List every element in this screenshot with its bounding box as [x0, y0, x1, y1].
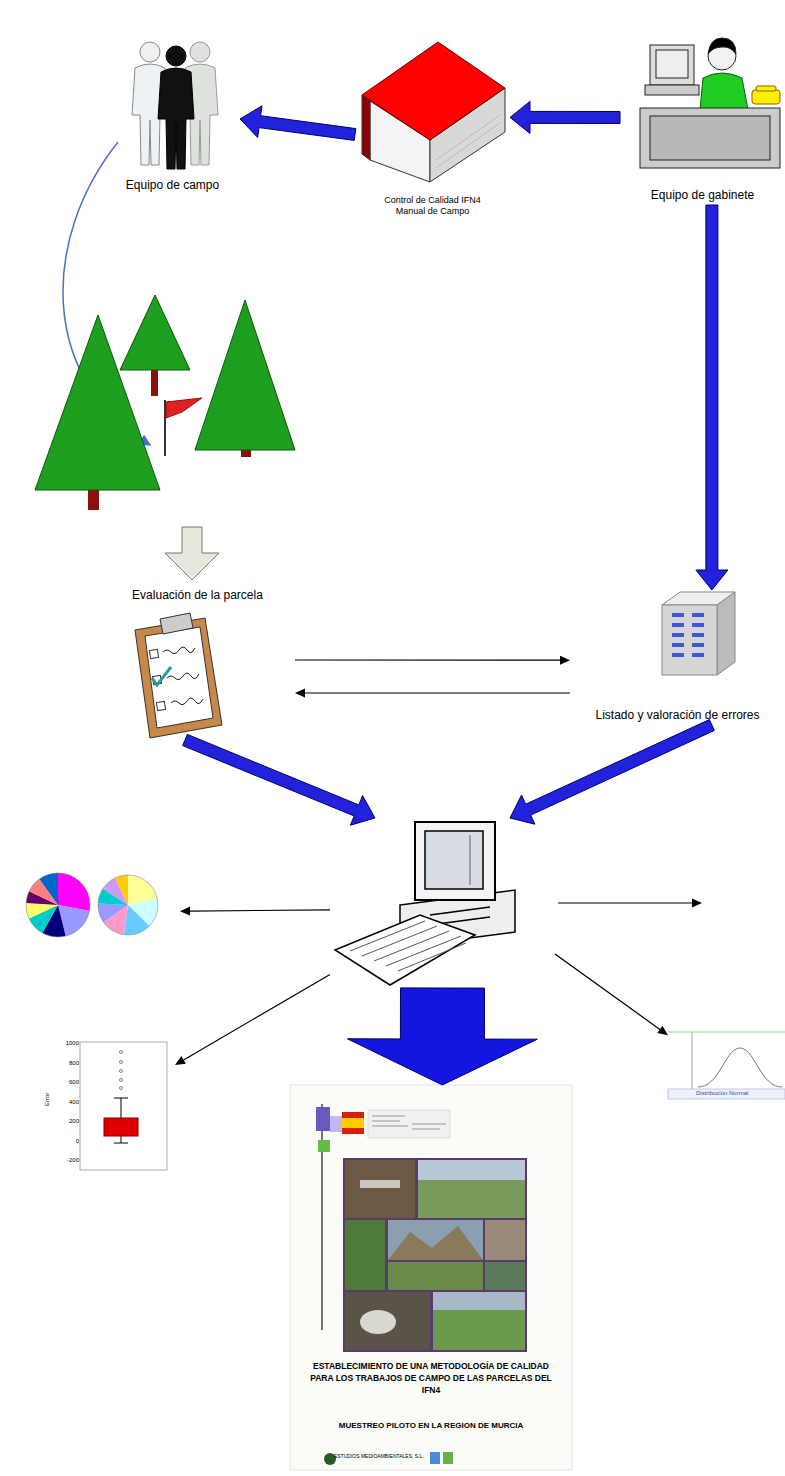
block-arrow — [510, 720, 714, 825]
normal-distribution-chart: Distribución Normal — [668, 1028, 783, 1100]
office-team: Equipo de gabinete — [620, 30, 785, 205]
axis-tick: 1000 — [57, 1040, 79, 1047]
people-icon — [132, 42, 218, 169]
field-team: Equipo de campo — [105, 35, 240, 195]
output-arrow-head — [692, 899, 702, 908]
axis-tick: 200 — [57, 1118, 79, 1125]
error-list: Listado y valoración de errores — [570, 590, 785, 725]
office-icon — [640, 38, 780, 168]
clipboard-icon — [135, 613, 222, 738]
pie-charts — [26, 873, 158, 937]
axis-tick: 600 — [57, 1079, 79, 1086]
node-label: Evaluación de la parcela — [132, 588, 263, 602]
field-manual: Control de Calidad IFN4 Manual de Campo — [355, 40, 510, 220]
flow-arrow — [180, 907, 330, 916]
flow-arrow — [175, 974, 330, 1065]
boxplot-chart: 1000 800 600 400 200 0 -200 Error — [45, 1038, 175, 1173]
report-cover — [290, 1085, 572, 1470]
chart-label: Distribución Normal — [696, 1090, 748, 1097]
block-arrow — [696, 205, 728, 590]
axis-title: Error — [44, 1093, 51, 1106]
cover-subtitle: MUESTREO PILOTO EN LA REGION DE MURCIA — [302, 1421, 560, 1430]
cover-title: ESTABLECIMIENTO DE UNA METODOLOGÍA DE CA… — [302, 1361, 560, 1397]
server-icon — [662, 592, 735, 675]
publisher-name: ESTUDIOS MEDIOAMBIENTALES, S.L. — [334, 1454, 424, 1460]
block-arrow — [183, 734, 375, 825]
axis-tick: 400 — [57, 1099, 79, 1106]
plot-evaluation: Evaluación de la parcela — [100, 585, 295, 740]
forest-plot — [35, 295, 295, 510]
computer — [330, 818, 555, 988]
node-label: Equipo de campo — [126, 178, 219, 192]
pie-charts — [20, 868, 180, 940]
computer-icon — [335, 822, 515, 985]
block-arrow — [510, 101, 620, 133]
boxplot-figure — [80, 1042, 167, 1170]
node-label: Listado y valoración de errores — [595, 708, 759, 722]
down-arrow — [165, 527, 219, 580]
axis-tick: -200 — [57, 1157, 79, 1164]
block-arrow — [240, 106, 356, 141]
node-label: Equipo de gabinete — [651, 188, 754, 202]
node-label: Control de Calidad IFN4 Manual de Campo — [370, 195, 495, 217]
normal-figure — [668, 1030, 785, 1100]
output-arrow — [558, 902, 693, 903]
book-icon — [362, 42, 505, 182]
flow-arrow — [295, 689, 570, 698]
flow-arrow — [295, 656, 570, 665]
report-cover: ESTABLECIMIENTO DE UNA METODOLOGÍA DE CA… — [290, 1085, 572, 1470]
block-arrow — [347, 988, 537, 1085]
flow-arrow — [555, 954, 668, 1036]
axis-tick: 800 — [57, 1060, 79, 1067]
axis-tick: 0 — [57, 1138, 79, 1145]
